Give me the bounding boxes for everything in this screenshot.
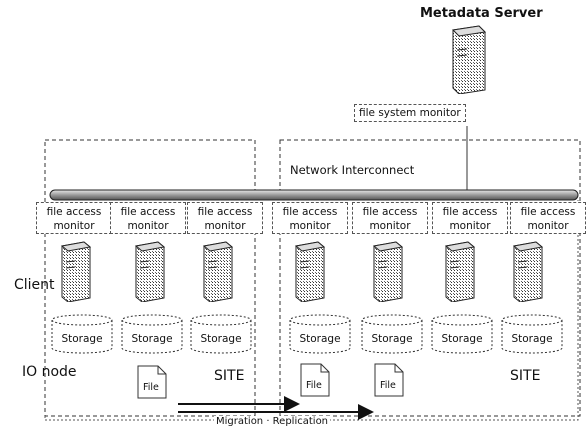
client-server-icon [372,241,404,302]
storage-cylinder-icon [289,314,351,354]
storage-cylinder-icon [431,314,493,354]
client-label: Client [14,277,55,293]
storage-label: Storage [200,333,242,345]
monitor-line1: file access [362,206,418,218]
file-access-monitor: file access monitor [36,202,112,234]
client-server-icon [444,241,476,302]
site-right-box [279,139,581,417]
storage-label: Storage [299,333,341,345]
client-server-icon [202,241,234,302]
client-server-icon [512,241,544,302]
monitor-line2: monitor [527,220,569,232]
file-icon [137,365,167,399]
file-label: File [306,380,322,391]
file-label: File [380,380,396,391]
io-node-label: IO node [22,364,77,380]
storage-label: Storage [511,333,553,345]
monitor-line1: file access [197,206,253,218]
file-access-monitor: file access monitor [187,202,263,234]
storage-cylinder-icon [501,314,563,354]
migration-replication-label: Migration · Replication [214,416,331,427]
monitor-line2: monitor [289,220,331,232]
monitor-line1: file access [442,206,498,218]
file-access-monitor: file access monitor [352,202,428,234]
file-access-monitor: file access monitor [432,202,508,234]
storage-cylinder-icon [121,314,183,354]
file-access-monitor: file access monitor [110,202,186,234]
file-label: File [143,382,159,393]
monitor-line2: monitor [53,220,95,232]
site-right-label: SITE [510,368,541,384]
storage-label: Storage [441,333,483,345]
monitor-line1: file access [120,206,176,218]
file-icon [300,363,330,397]
file-system-monitor-box: file system monitor [354,104,466,122]
monitor-line2: monitor [127,220,169,232]
network-interconnect-label: Network Interconnect [290,163,415,177]
client-server-icon [134,241,166,302]
storage-cylinder-icon [361,314,423,354]
file-icon [374,363,404,397]
storage-cylinder-icon [190,314,252,354]
client-server-icon [294,241,326,302]
file-access-monitor: file access monitor [272,202,348,234]
network-bus [49,189,579,201]
metadata-server-label: Metadata Server [420,6,543,21]
site-left-box [44,139,256,417]
storage-label: Storage [131,333,173,345]
site-left-label: SITE [214,368,245,384]
monitor-line2: monitor [369,220,411,232]
storage-label: Storage [371,333,413,345]
file-system-monitor-label: file system monitor [359,107,461,119]
monitor-line1: file access [520,206,576,218]
monitor-line2: monitor [449,220,491,232]
outer-frame [44,200,579,421]
monitor-line1: file access [282,206,338,218]
monitor-line1: file access [46,206,102,218]
storage-label: Storage [61,333,103,345]
file-access-monitor: file access monitor [510,202,586,234]
client-server-icon [60,241,92,302]
monitor-line2: monitor [204,220,246,232]
storage-cylinder-icon [51,314,113,354]
metadata-server-icon [451,25,487,94]
